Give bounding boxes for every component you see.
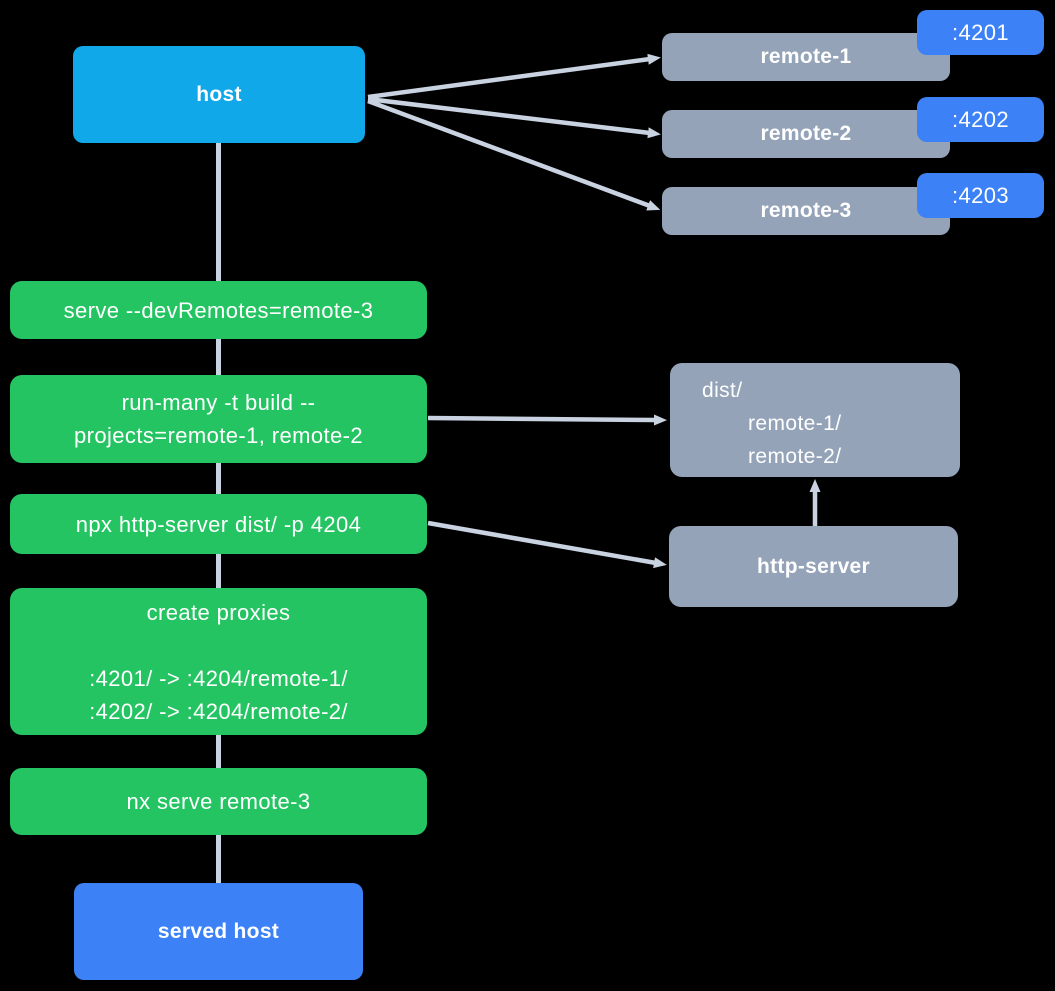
arrow-cmd-to-http-server <box>427 520 667 569</box>
dist-remote-1-line: remote-1/ <box>748 412 842 435</box>
command-npx-http-server: npx http-server dist/ -p 4204 <box>10 494 427 554</box>
remote-1-node: remote-1 <box>662 33 950 81</box>
dist-root-line: dist/ <box>702 379 743 402</box>
remote-3-node: remote-3 <box>662 187 950 235</box>
command-run-many-build: run-many -t build -- projects=remote-1, … <box>10 375 427 463</box>
arrow-host-to-remote-1 <box>367 53 661 100</box>
arrow-run-many-to-remote-3 <box>367 98 661 211</box>
dist-folder-node: dist/ remote-1/ remote-2/ <box>670 363 960 477</box>
arrow-run-many-to-dist <box>427 414 667 426</box>
served-host-node: served host <box>74 883 363 980</box>
host-node: host <box>73 46 365 143</box>
port-badge-4203: :4203 <box>917 173 1044 218</box>
arrow-host-to-remote-2 <box>367 96 661 139</box>
dist-remote-2-line: remote-2/ <box>748 445 842 468</box>
remote-2-node: remote-2 <box>662 110 950 158</box>
command-serve-dev-remotes: serve --devRemotes=remote-3 <box>10 281 427 339</box>
port-badge-4202: :4202 <box>917 97 1044 142</box>
http-server-node: http-server <box>669 526 958 607</box>
port-badge-4201: :4201 <box>917 10 1044 55</box>
command-create-proxies: create proxies :4201/ -> :4204/remote-1/… <box>10 588 427 735</box>
command-nx-serve-remote-3: nx serve remote-3 <box>10 768 427 835</box>
